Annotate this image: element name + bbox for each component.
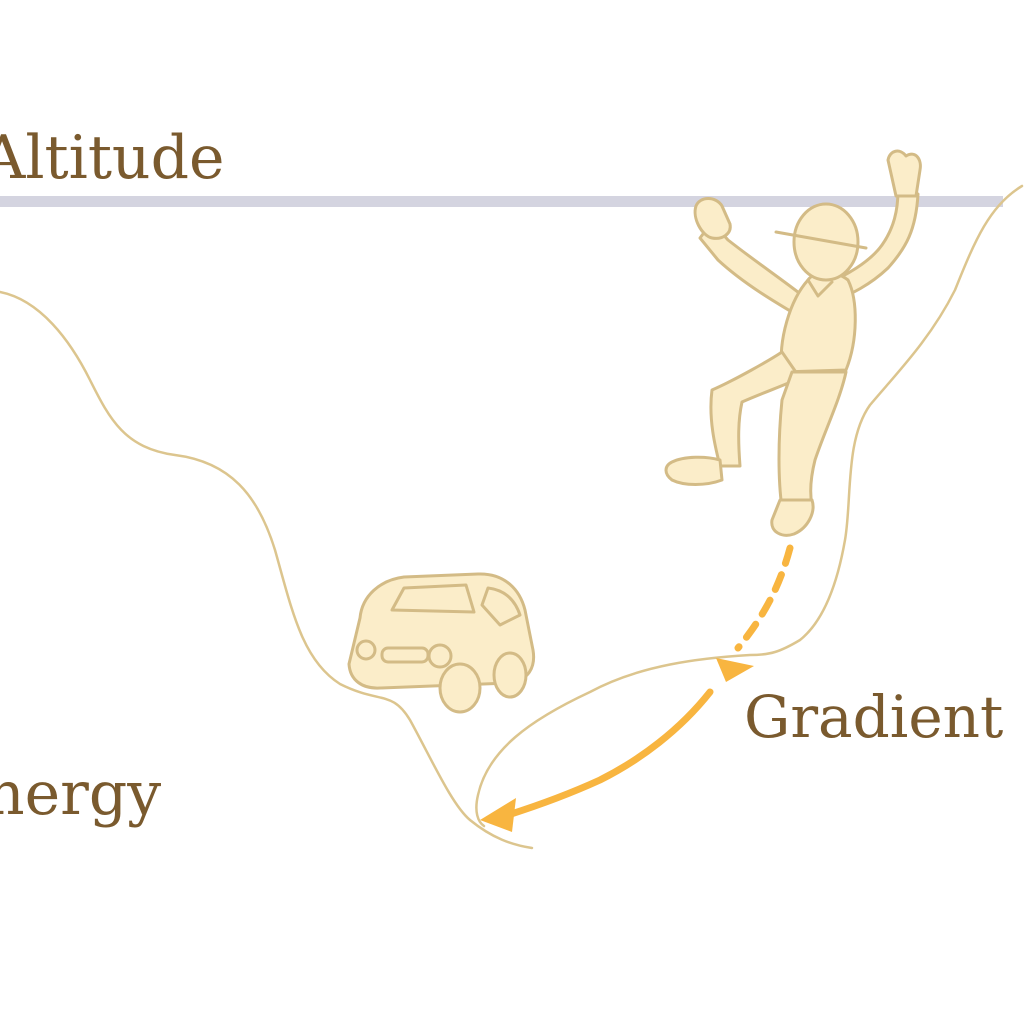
gradient-arrow-group <box>504 544 794 819</box>
car-grille <box>380 646 430 664</box>
arrow-head-dashed <box>716 658 754 682</box>
person-collar <box>806 278 834 298</box>
person-foot-left <box>664 455 724 486</box>
altitude-label: Altitude <box>0 123 225 193</box>
gradient-arrow-curve <box>504 688 714 819</box>
car-side-window <box>480 586 522 627</box>
car-windshield <box>390 583 476 614</box>
person-falling-icon <box>664 149 922 537</box>
person-hand-left <box>693 197 732 240</box>
altitude-line <box>0 196 1003 207</box>
person-foot-right <box>770 498 815 537</box>
car-wheel-rear <box>492 651 528 699</box>
car-headlight-right <box>427 643 453 669</box>
gradient-arrow-dashed <box>734 544 794 652</box>
energy-label: nergy <box>0 759 162 829</box>
arrow-head-curve <box>480 798 516 832</box>
car-headlight-left <box>355 639 377 661</box>
person-leg-left <box>709 350 802 468</box>
car-wheel-front <box>438 662 482 714</box>
terrain <box>0 184 1024 850</box>
car-icon <box>347 572 536 714</box>
left-slope <box>0 290 534 850</box>
person-hand-right <box>886 149 922 198</box>
gradient-label: Gradient <box>744 683 1004 751</box>
person-leg-right <box>777 370 848 510</box>
person-hat-brim <box>774 230 868 250</box>
right-slope <box>475 184 1024 828</box>
